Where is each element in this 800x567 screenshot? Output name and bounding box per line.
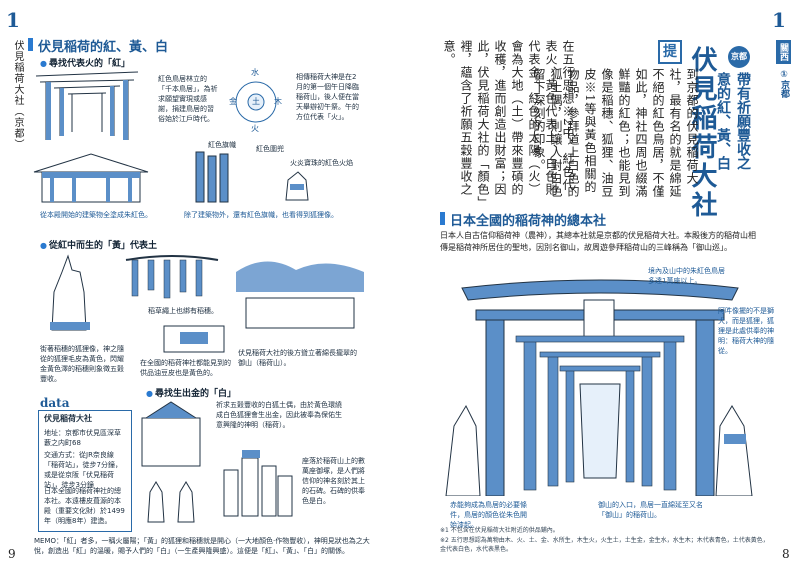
body-horizontal: 日本人自古信仰稲荷神（農神），其總本社就是京都的伏見稲荷大社。本殿後方的稲荷山相… [440,231,756,252]
label-fire: 火炎寶珠的紅色火焰 [290,159,353,167]
torii-tunnel-illustration [32,68,142,140]
left-section-title: 伏見稲荷的紅、黃、白 [28,36,168,55]
sub-red: 尋找代表火的「紅」 [40,56,130,69]
right-chapter-number: 1 [772,8,786,32]
caption-fox-mouth: 街著稻穗的狐狸像，神之隨從的狐狸毛皮為黃色，閃耀金黃色澤的稻穗則象徵五穀豐收。 [40,345,124,383]
caption-rice: 稻草繩上也綁有稻穗。 [148,307,218,315]
label-flag: 紅色旗幟 [208,141,236,149]
honden-illustration [33,153,149,203]
caption-red-paint: 赤能夠成為鳥居的必要條件，鳥居的顏色從朱色開始漆起。 [450,501,527,529]
data-access: 交通方式：從JR奈良線「稲荷站」，徒步7分鐘，或是從京阪「伏見稲荷站」，徒步3分… [44,451,122,489]
caption-wuxing: 相傳稲荷大神是在2月的第一個午日降臨稲荷山，後人便在當天舉辦初午祭。午的方位代表… [296,73,359,121]
left-side-label: 伏見稲荷大社（京都） [12,40,23,150]
rice-rope-illustration [125,255,219,299]
caption-white-fox: 祈求五穀豐收的白狐土偶，由於黃色環繞成白色狐狸會生出金，因此被奉為保佑生意興隆的… [216,401,342,429]
wuxing-left: 金 [229,97,237,106]
caption-entrance: 御山的入口，鳥居一直綿延至又名「御山」的稲荷山。 [598,501,703,519]
fox-rice-illustration [50,254,90,331]
data-address: 地址：京都市伏見區深草藪之内町68 [44,429,121,447]
subtitle-1: 帶有祈願豐收之 [735,72,751,170]
subtitle-2: 意的紅、黃、白 [715,72,731,170]
caption-torii: 紅色鳥居林立的「千本鳥居」，為祈求願望實現或感謝，捐建鳥居的習俗始於江戶時代。 [158,75,218,123]
wuxing-bottom: 火 [251,124,259,133]
tab-kyoto: ①京都 [779,70,789,98]
right-page-number: 8 [782,547,790,561]
data-title: 伏見稲荷大社 [44,414,92,423]
body-vertical-2: 在五行思想※2中，紅色代表火、黃色代表土、白色則代表金。紅色的太陽（火）會為大地… [442,40,575,203]
sub-white: 尋找生出金的「白」 [146,386,236,399]
right-page: 1 關西 ①京都 京都 帶有祈願豐收之 意的紅、黃、白 伏見稲荷大社 提 到京都… [400,0,800,567]
shop-illustration [163,325,225,353]
kyoto-badge: 京都 [728,46,750,68]
wuxing-top: 水 [251,68,259,77]
torii-gate-illustration [445,279,753,496]
wuxing-right: 木 [274,97,282,106]
caption-mountain-gate: 境內及山中的朱紅色鳥居多達1萬座以上。 [648,267,725,285]
body-vertical-1: 到京都的伏見稲荷大社，最有名的就是綿延不絕的紅色鳥居，不僅如此，神社四周也綴滿鮮… [532,68,699,198]
data-box [38,410,132,532]
data-note: 日本全國的稲荷神社的總本社。本遠樓皮葺源的本殿（重要文化財）於1499年（明應8… [44,487,125,525]
five-elements-diagram [235,81,277,123]
left-page-number: 9 [8,547,16,561]
mountain-illustration [236,261,364,329]
data-heading: data [40,396,70,410]
left-chapter-number: 1 [6,8,20,32]
otsuka-illustration [223,450,293,517]
white-fox-shrine-illustration [141,401,201,467]
tab-kansai: 關西 [776,40,791,64]
wuxing-center: 土 [252,97,260,106]
memo: MEMO：「紅」者多，一稱火屬陽；「黃」的狐狸和稲穗就是開心（一大地顏色‧作物豐… [34,537,370,555]
caption-shop: 在全國的稻荷神社都能見到的供品油豆皮也是黃色的。 [140,359,231,377]
tishi-mark: 提 [658,40,682,64]
title: 伏見稲荷大社 [687,46,717,220]
footnote-2: ※2 五行思想認為萬物由木、火、土、金、水所生，木生火，火生土，土生金，金生水，… [440,537,769,553]
caption-mountain: 伏見稲荷大社的後方聳立著綿長攏翠的御山（稲荷山）。 [238,349,357,367]
caption-fox: 阿吽像擺的不是獅犬，而是狐狸，狐狸是此處供奉的神明：稲荷大神的隨從。 [718,307,774,355]
fox-figurines-illustration [147,481,195,523]
caption-bib: 除了建築物外，還有紅色旗幟，也看得到狐狸像。 [184,211,338,219]
label-bib: 紅色圍兜 [256,145,284,153]
caption-otsuka: 座落於稲荷山上的數萬座御塚，是人們將信仰的神名刻於其上的石碑。石碑的供奉色是白。 [302,457,365,505]
left-page: 1 伏見稲荷大社（京都） 伏見稲荷的紅、黃、白 尋找代表火的「紅」 紅色鳥居林立… [0,0,400,567]
flags-fox-illustration [195,151,309,203]
right-section-title: 日本全國的稲荷神的總本社 [440,210,606,229]
footnote-1: ※1 不包含在伏見稲荷大社附近的供品鋪內。 [440,527,559,534]
sub-yellow: 從紅中而生的「黃」代表土 [40,238,157,251]
caption-honden: 從本殿開始的建築物全塗成朱紅色。 [40,211,152,219]
